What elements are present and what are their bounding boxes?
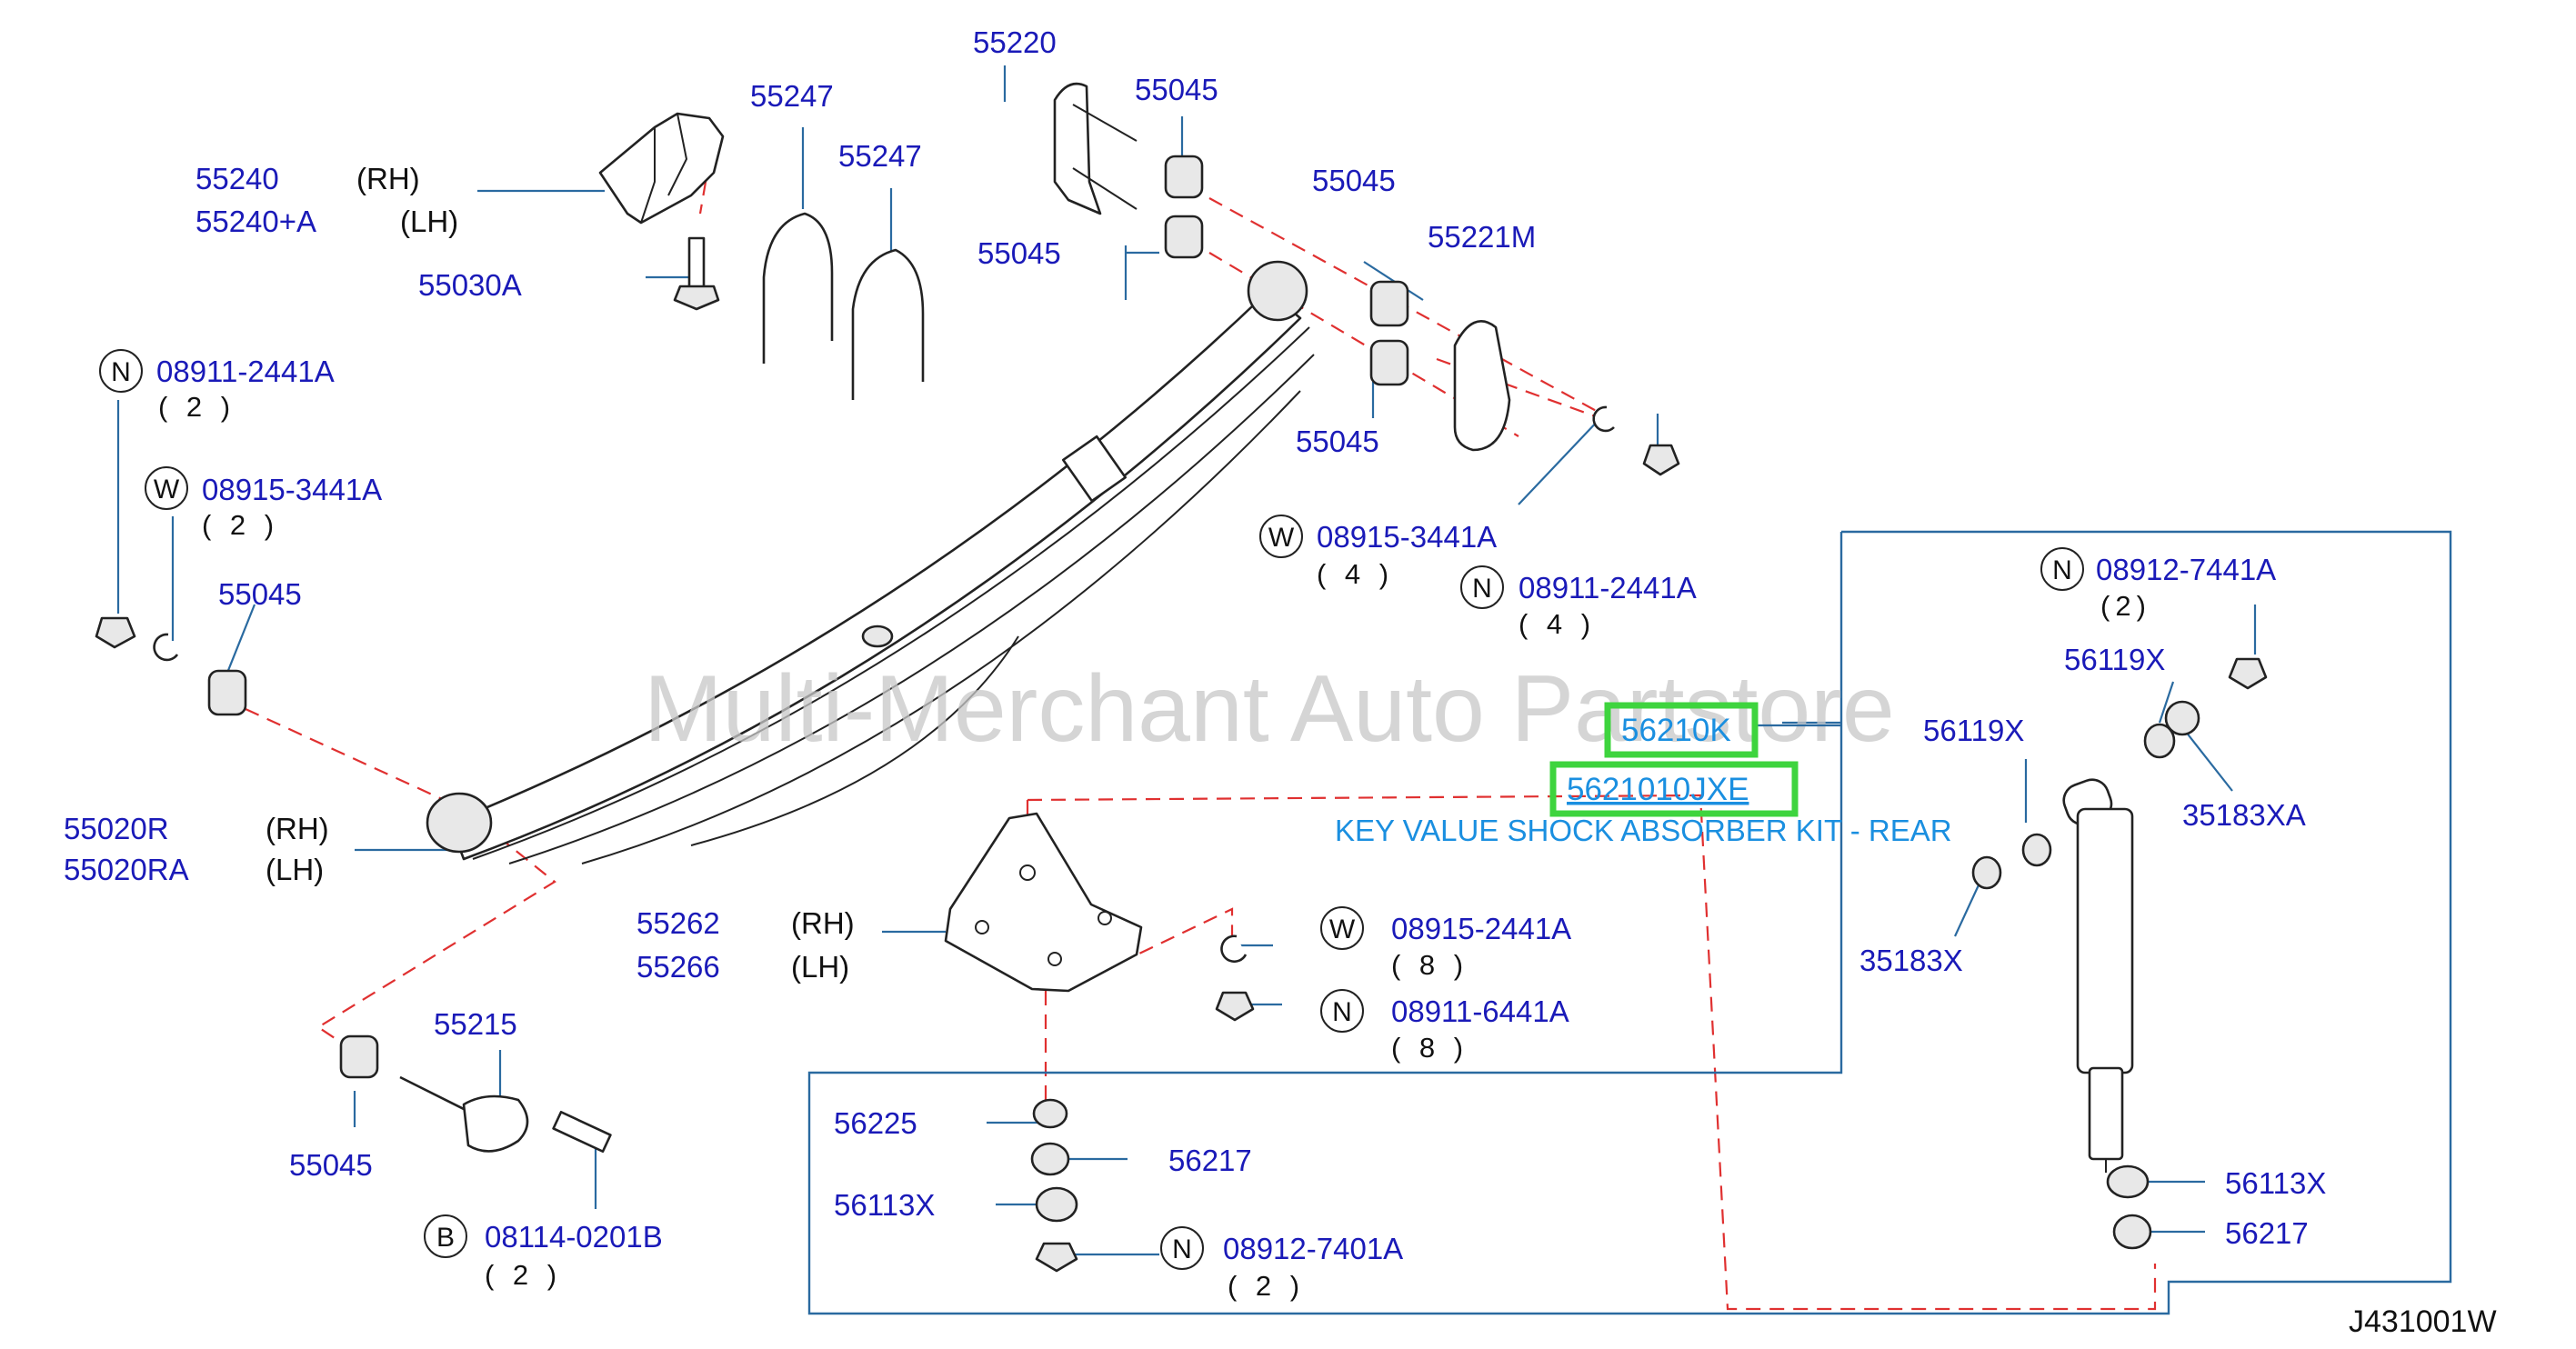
w-symbol-icon: W	[1329, 914, 1356, 944]
nuts-washers	[95, 405, 2268, 1273]
label-qty: ( 2 )	[202, 509, 279, 541]
leader-lines	[116, 65, 2257, 1256]
label-56217[interactable]: 56217	[1168, 1144, 1252, 1177]
n-symbol-icon: N	[1172, 1234, 1192, 1264]
label-08911-2441a[interactable]: 08911-2441A	[156, 355, 335, 388]
part-5621010jxe-link[interactable]: 5621010JXE	[1567, 772, 1749, 807]
label-rh: (RH)	[266, 812, 329, 845]
n-symbol-icon: N	[1472, 574, 1492, 604]
label-35183xa[interactable]: 35183XA	[2182, 798, 2306, 832]
watermark: Multi-Merchant Auto Partstore	[644, 656, 1895, 762]
label-qty: ( 8 )	[1391, 949, 1468, 981]
shackle-55221m	[1453, 320, 1511, 452]
leaf-spring-55020r	[426, 260, 1315, 864]
bolt-55215	[399, 1075, 612, 1154]
label-55220[interactable]: 55220	[973, 25, 1057, 59]
label-56217[interactable]: 56217	[2225, 1216, 2309, 1250]
label-55045[interactable]: 55045	[977, 236, 1061, 270]
label-55045[interactable]: 55045	[1135, 73, 1218, 106]
label-56113x[interactable]: 56113X	[2225, 1166, 2326, 1200]
label-55045[interactable]: 55045	[1296, 425, 1379, 458]
label-lh: (LH)	[266, 853, 324, 886]
kit-description: KEY VALUE SHOCK ABSORBER KIT - REAR	[1335, 814, 1952, 847]
label-08911-6441a[interactable]: 08911-6441A	[1391, 994, 1569, 1028]
label-qty: ( 2 )	[1228, 1270, 1305, 1302]
label-qty: ( 2 )	[485, 1259, 562, 1291]
label-08912-7441a[interactable]: 08912-7441A	[2096, 553, 2276, 586]
label-08915-3441a[interactable]: 08915-3441A	[202, 473, 382, 506]
bolt-55030a	[673, 236, 720, 311]
highlighted-parts: 56210K 5621010JXE KEY VALUE SHOCK ABSORB…	[1335, 702, 1952, 847]
label-qty: ( 4 )	[1317, 558, 1394, 590]
label-55247[interactable]: 55247	[750, 79, 834, 113]
label-55266[interactable]: 55266	[636, 950, 720, 984]
label-rh: (RH)	[791, 906, 855, 940]
label-35183x[interactable]: 35183X	[1859, 944, 1963, 977]
w-symbol-icon: W	[1268, 523, 1295, 553]
label-55020ra[interactable]: 55020RA	[64, 853, 189, 886]
label-08915-3441a[interactable]: 08915-3441A	[1317, 520, 1497, 554]
label-55262[interactable]: 55262	[636, 906, 720, 940]
part-56210k-link[interactable]: 56210K	[1621, 713, 1731, 748]
label-55240a[interactable]: 55240+A	[195, 205, 316, 238]
label-56225[interactable]: 56225	[834, 1106, 917, 1140]
mount-plate-55262	[944, 812, 1143, 993]
label-55221m[interactable]: 55221M	[1428, 220, 1536, 254]
label-08915-2441a[interactable]: 08915-2441A	[1391, 912, 1571, 945]
label-56119x[interactable]: 56119X	[1923, 714, 2024, 747]
label-55045[interactable]: 55045	[1312, 164, 1396, 197]
label-55020r[interactable]: 55020R	[64, 812, 169, 845]
bracket-55240	[598, 112, 725, 225]
label-qty: ( 8 )	[1391, 1032, 1468, 1064]
label-56119x[interactable]: 56119X	[2064, 643, 2165, 676]
label-lh: (LH)	[400, 205, 458, 238]
w-symbol-icon: W	[154, 475, 180, 505]
label-08114-0201b[interactable]: 08114-0201B	[485, 1220, 663, 1254]
label-55045[interactable]: 55045	[289, 1148, 373, 1182]
highlight-box-5621010jxe	[1549, 761, 1799, 817]
label-qty: ( 4 )	[1519, 608, 1596, 640]
b-symbol-icon: B	[436, 1223, 455, 1253]
shock-kit-boundary	[807, 530, 2452, 1315]
highlight-box-56210k	[1604, 702, 1759, 758]
diagram-reference-code: J431001W	[2349, 1304, 2497, 1339]
bushings-55045	[207, 155, 1409, 1079]
label-55030a[interactable]: 55030A	[418, 268, 522, 302]
u-bolts-55247	[762, 212, 925, 400]
n-symbol-icon: N	[1332, 997, 1352, 1027]
label-55045[interactable]: 55045	[218, 577, 302, 611]
spec-symbols: N W W N N W N B N	[99, 349, 2084, 1270]
shock-absorber	[2062, 778, 2134, 1173]
hanger-bracket-55220	[1053, 82, 1138, 215]
label-55240[interactable]: 55240	[195, 162, 279, 195]
label-qty: ( 2 )	[158, 391, 236, 423]
label-rh: (RH)	[356, 162, 420, 195]
label-55215[interactable]: 55215	[434, 1007, 517, 1041]
label-08911-2441a[interactable]: 08911-2441A	[1519, 571, 1697, 605]
label-08912-7401a[interactable]: 08912-7401A	[1223, 1232, 1403, 1265]
label-55247[interactable]: 55247	[838, 139, 922, 173]
label-56113x[interactable]: 56113X	[834, 1188, 935, 1222]
n-symbol-icon: N	[111, 357, 131, 387]
label-qty: (2)	[2100, 590, 2151, 622]
n-symbol-icon: N	[2052, 555, 2072, 585]
label-lh: (LH)	[791, 950, 849, 984]
part-labels: 55220 55247 55247 55045 55240 (RH) 55240…	[64, 25, 2326, 1302]
